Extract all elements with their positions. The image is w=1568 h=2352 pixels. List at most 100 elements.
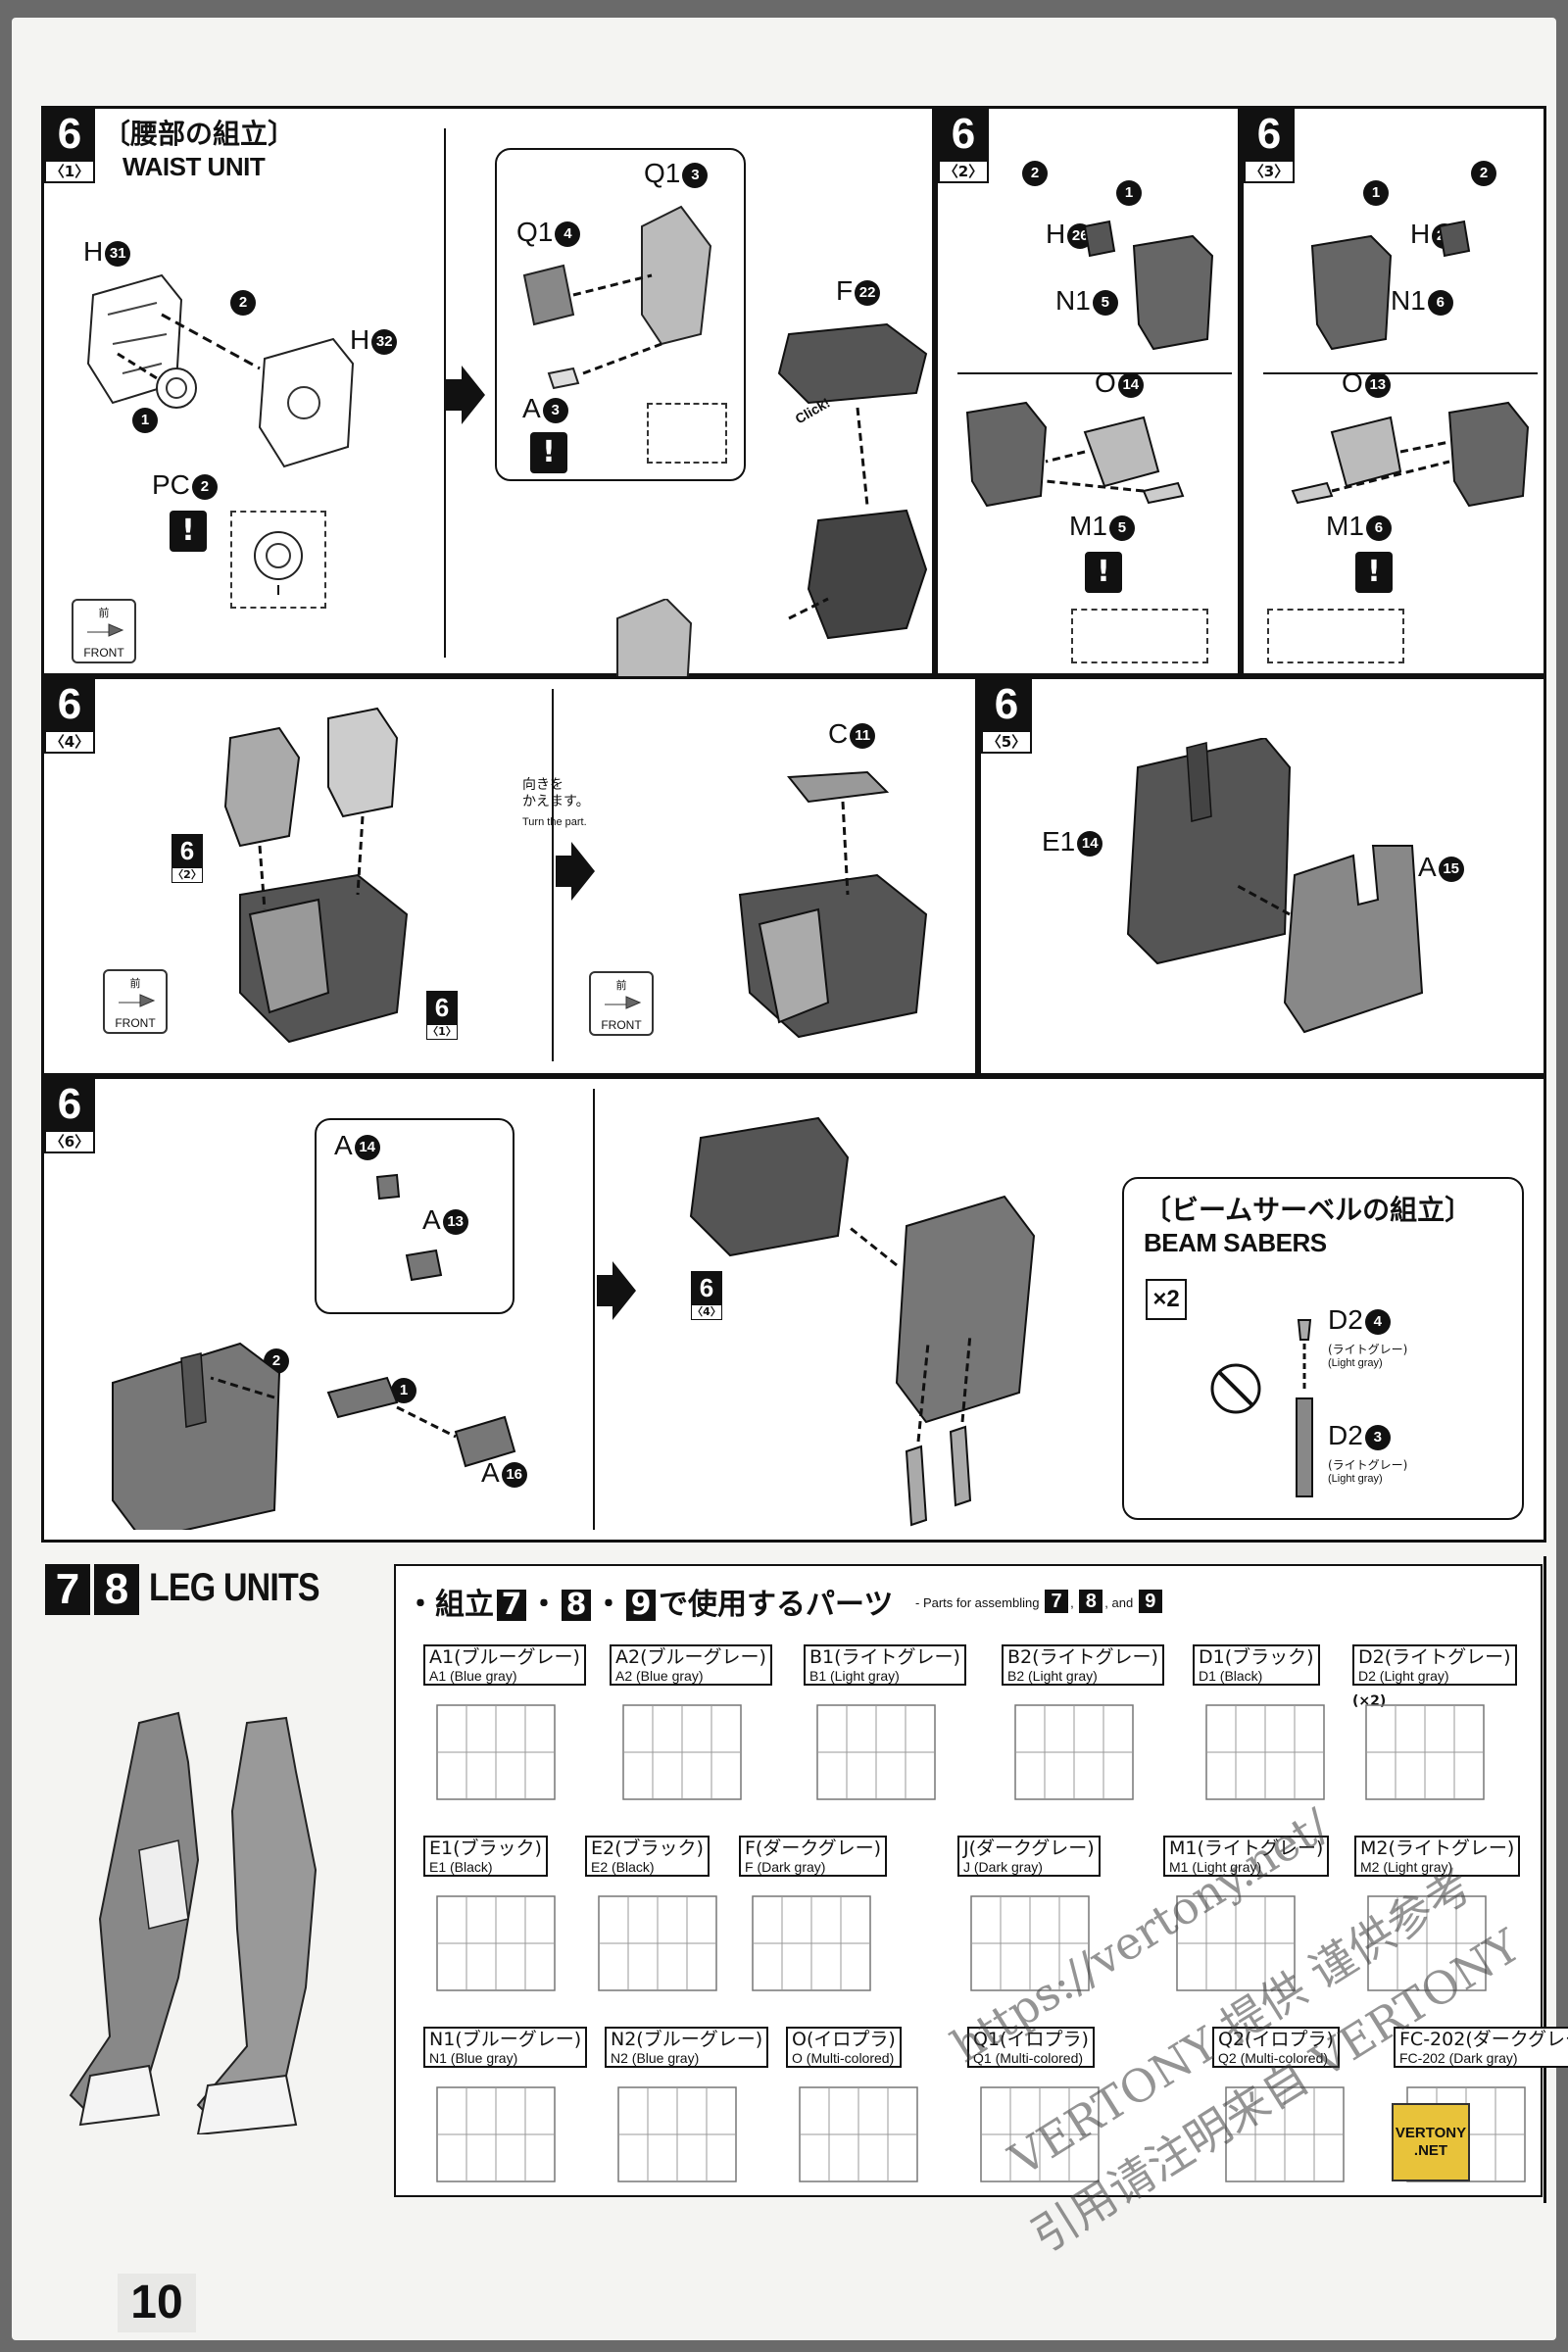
next-step-arrow (556, 842, 595, 901)
runner-label: A2(ブルーグレー)A2 (Blue gray) (610, 1644, 772, 1686)
runner-name-jp: FC-202(ダークグレー) (1399, 2029, 1568, 2050)
ref-step-6-1: 6〈1〉 (426, 991, 458, 1040)
runner-name-jp: N2(ブルーグレー) (611, 2029, 763, 2050)
step-badge: 6 〈6〉 (44, 1079, 95, 1153)
step-sub: 〈2〉 (938, 160, 989, 183)
runner-label: N1(ブルーグレー)N1 (Blue gray) (423, 2027, 588, 2068)
runner-name-jp: D2(ライトグレー) (1358, 1646, 1511, 1668)
leg-units-title: LEG UNITS (149, 1566, 320, 1609)
step-6-5-drawing (1126, 738, 1424, 1034)
runner-card: B2(ライトグレー)B2 (Light gray) (1002, 1644, 1164, 1800)
runner-card: N2(ブルーグレー)N2 (Blue gray) (605, 2027, 769, 2182)
runner-name-en: D2 (Light gray) (1358, 1668, 1449, 1684)
runner-diagram (980, 2086, 1100, 2182)
step-sub: 〈6〉 (44, 1130, 95, 1153)
runner-diagram (752, 1895, 871, 1991)
q1-parts-drawing (522, 205, 712, 390)
step-6-3-drawing (1263, 220, 1538, 508)
step-number: 6 (938, 109, 989, 160)
runner-name-jp: A2(ブルーグレー) (615, 1646, 766, 1668)
runner-name-en: FC-202 (Dark gray) (1399, 2050, 1518, 2066)
ref-step-6-4: 6〈4〉 (691, 1271, 722, 1320)
runner-diagram (799, 2086, 918, 2182)
runner-name-en: B1 (Light gray) (809, 1668, 900, 1684)
runner-label: F(ダークグレー)F (Dark gray) (739, 1836, 887, 1877)
runner-diagram (436, 1895, 556, 1991)
step-6-6-right-drawing (689, 1116, 1036, 1527)
leg-units-panel (41, 1556, 1546, 2203)
runner-card: A1(ブルーグレー)A1 (Blue gray) (423, 1644, 586, 1800)
d24-color-jp: (ライトグレー) (1328, 1343, 1408, 1356)
runner-name-jp: M2(ライトグレー) (1360, 1838, 1515, 1859)
runner-name-jp: E2(ブラック) (591, 1838, 704, 1859)
runner-name-jp: Q2(イロプラ) (1218, 2029, 1334, 2050)
order-mark-2: 2 (228, 285, 256, 317)
runner-diagram (1225, 2086, 1345, 2182)
runner-label: M2(ライトグレー)M2 (Light gray) (1354, 1836, 1521, 1877)
runner-name-en: D1 (Black) (1199, 1668, 1263, 1684)
runner-card: D1(ブラック)D1 (Black) (1193, 1644, 1325, 1800)
step-badge: 6 〈2〉 (938, 109, 989, 183)
runner-label: E1(ブラック)E1 (Black) (423, 1836, 548, 1877)
step-number-8: 8 (94, 1564, 139, 1615)
step-badge: 6 〈5〉 (981, 679, 1032, 754)
quantity-badge: ×2 (1146, 1279, 1187, 1320)
runner-diagram (1205, 1704, 1325, 1800)
caution-icon: ! (170, 511, 207, 552)
runner-label: Q2(イロプラ)Q2 (Multi-colored) (1212, 2027, 1340, 2068)
runner-name-en: A2 (Blue gray) (615, 1668, 704, 1684)
beam-saber-title-jp: 〔ビームサーベルの組立〕 (1144, 1194, 1473, 1226)
runner-label: B1(ライトグレー)B1 (Light gray) (804, 1644, 966, 1686)
runner-label: J(ダークグレー)J (Dark gray) (957, 1836, 1101, 1877)
caution-icon: ! (1085, 552, 1122, 593)
runner-label: A1(ブルーグレー)A1 (Blue gray) (423, 1644, 586, 1686)
runner-name-en: F (Dark gray) (745, 1859, 826, 1875)
order-mark-1: 1 (130, 403, 158, 434)
caution-icon: ! (530, 432, 567, 473)
step-sub: 〈1〉 (44, 160, 95, 183)
runner-diagram (1176, 1895, 1296, 1991)
step-badge: 6 〈3〉 (1244, 109, 1295, 183)
leg-units-illustration (69, 1711, 318, 2134)
turn-note-jp: 向きを かえます。 (522, 777, 590, 809)
runner-name-en: A1 (Blue gray) (429, 1668, 517, 1684)
step-6-2-drawing (957, 220, 1232, 508)
caution-icon: ! (1355, 552, 1393, 593)
step-number: 6 (44, 109, 95, 160)
section-title-en: WAIST UNIT (122, 152, 266, 181)
step-number: 6 (44, 679, 95, 730)
runner-diagram (816, 1704, 936, 1800)
step-number: 6 (981, 679, 1032, 730)
runner-name-en: J (Dark gray) (963, 1859, 1043, 1875)
runner-card: FC-202(ダークグレー)FC-202 (Dark gray) (1394, 2027, 1568, 2182)
runner-name-en: B2 (Light gray) (1007, 1668, 1098, 1684)
turn-note-en: Turn the part. (522, 816, 587, 828)
runner-diagram (622, 1704, 742, 1800)
runner-name-jp: M1(ライトグレー) (1169, 1838, 1324, 1859)
runner-diagram (1367, 1895, 1487, 1991)
next-step-arrow (446, 366, 485, 424)
detail-pc-inset (230, 511, 326, 609)
step-badge: 6 〈4〉 (44, 679, 95, 754)
beam-saber-drawing (1210, 1319, 1313, 1497)
runner-diagram (1365, 1704, 1485, 1800)
